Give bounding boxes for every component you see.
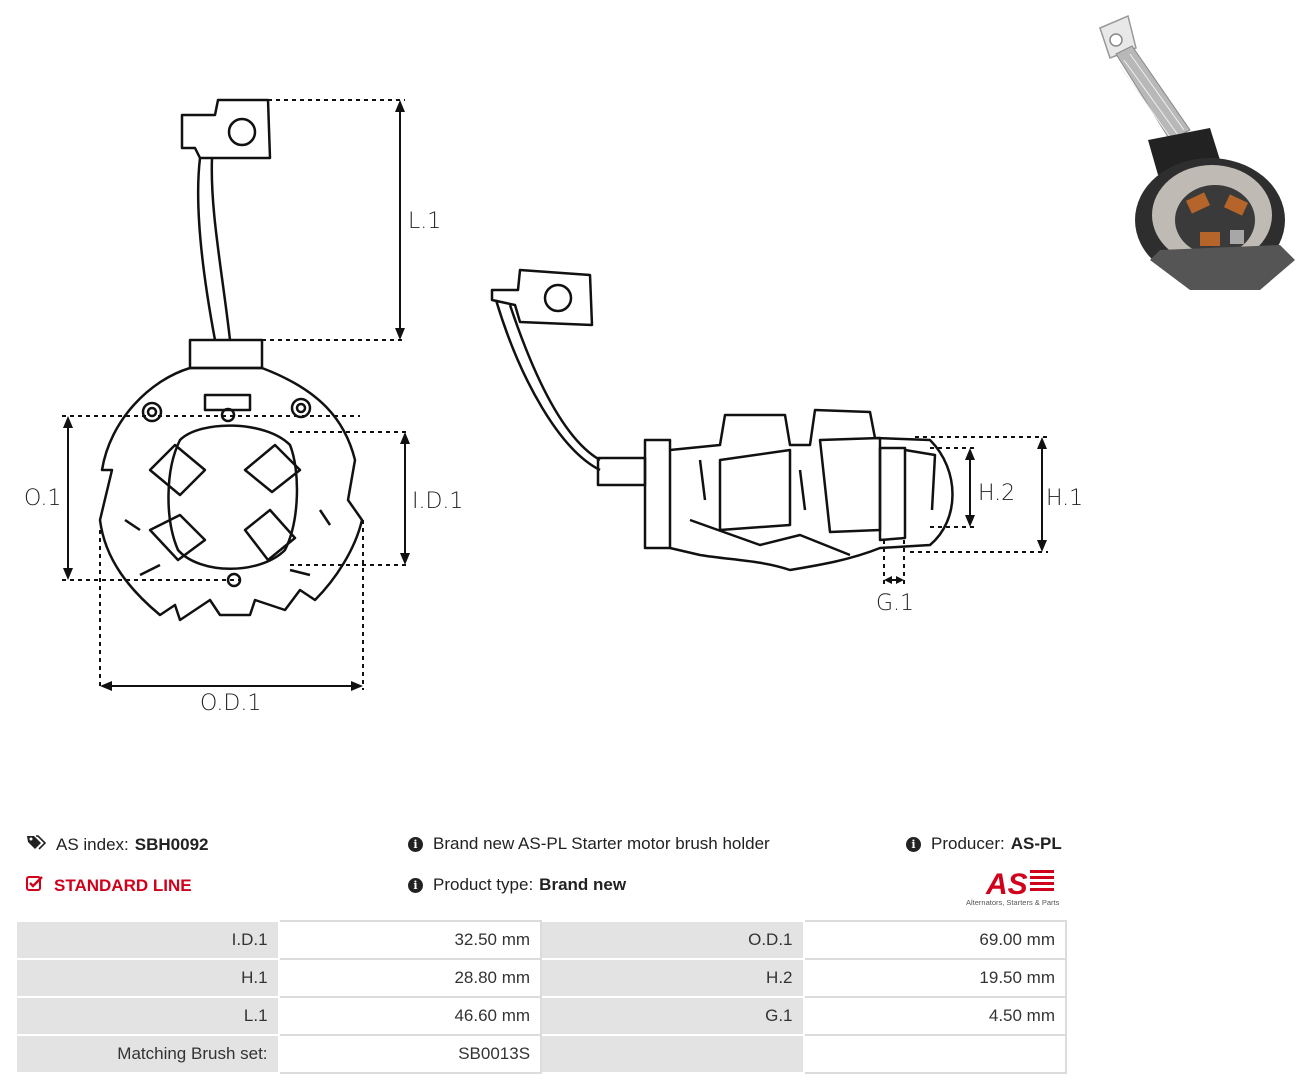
spec-value: 46.60 mm — [277, 996, 543, 1036]
as-pl-logo: AS Alternators, Starters & Parts — [966, 868, 1060, 907]
producer-value: AS-PL — [1010, 834, 1062, 853]
label-l1: L.1 — [408, 209, 441, 234]
standard-line-label: STANDARD LINE — [54, 875, 192, 895]
label-h2: H.2 — [978, 481, 1015, 506]
producer-label: Producer: — [931, 834, 1005, 853]
label-h1: H.1 — [1046, 486, 1083, 511]
spec-key: I.D.1 — [15, 920, 280, 960]
label-id1: I.D.1 — [412, 489, 463, 514]
table-row: L.1 46.60 mm G.1 4.50 mm — [15, 996, 1068, 1036]
label-g1: G.1 — [876, 591, 914, 616]
specifications-table: I.D.1 32.50 mm O.D.1 69.00 mm H.1 28.80 … — [15, 920, 1068, 1074]
info-icon: i — [408, 836, 423, 852]
spec-value: 28.80 mm — [277, 958, 543, 998]
svg-text:AS: AS — [985, 868, 1028, 901]
technical-drawing: L.1 O.1 I.D.1 O.D.1 H.1 H.2 G.1 — [24, 98, 1083, 716]
info-icon: i — [906, 836, 921, 852]
product-type-label: Product type: — [433, 875, 534, 894]
product-photo — [1099, 14, 1295, 290]
checkbox-checked-icon — [26, 875, 44, 896]
spec-key: Matching Brush set: — [15, 1034, 280, 1074]
spec-key: H.2 — [540, 958, 805, 998]
spec-value: 69.00 mm — [802, 920, 1068, 960]
table-row: Matching Brush set: SB0013S — [15, 1034, 1068, 1074]
standard-line-row: STANDARD LINE — [26, 875, 192, 896]
as-index-row: AS index: SBH0092 — [26, 834, 208, 855]
as-index-label: AS index: — [56, 834, 129, 854]
product-type-row: i Product type: Brand new — [408, 875, 626, 895]
producer-row: i Producer: AS-PL — [906, 834, 1062, 854]
spec-key: O.D.1 — [540, 920, 805, 960]
logo-tagline: Alternators, Starters & Parts — [966, 898, 1060, 907]
label-od1: O.D.1 — [200, 691, 261, 716]
description-row: i Brand new AS-PL Starter motor brush ho… — [408, 834, 770, 854]
spec-key: H.1 — [15, 958, 280, 998]
table-row: I.D.1 32.50 mm O.D.1 69.00 mm — [15, 920, 1068, 960]
label-o1: O.1 — [24, 486, 61, 511]
table-row: H.1 28.80 mm H.2 19.50 mm — [15, 958, 1068, 998]
description-text: Brand new AS-PL Starter motor brush hold… — [433, 834, 770, 853]
spec-value: 32.50 mm — [277, 920, 543, 960]
spec-key: L.1 — [15, 996, 280, 1036]
spec-value: 19.50 mm — [802, 958, 1068, 998]
spec-value: 4.50 mm — [802, 996, 1068, 1036]
info-icon: i — [408, 877, 423, 893]
spec-value: SB0013S — [277, 1034, 543, 1074]
product-type-value: Brand new — [539, 875, 627, 894]
as-index-value: SBH0092 — [134, 834, 209, 854]
spec-value — [802, 1034, 1068, 1074]
tags-icon — [26, 834, 47, 855]
spec-key: G.1 — [540, 996, 805, 1036]
spec-key — [540, 1034, 805, 1074]
